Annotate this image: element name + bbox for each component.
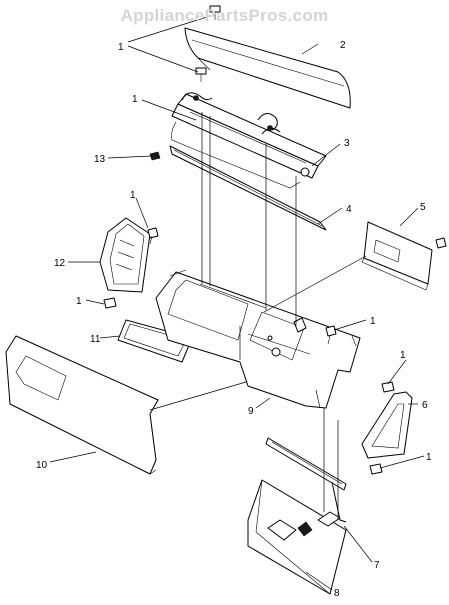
part-12-left-end-cap	[99, 217, 151, 293]
assembly-guide-lines	[149, 112, 367, 520]
part-6-right-end-cap	[361, 391, 413, 459]
part-8-base	[247, 479, 347, 595]
part-13-clip	[149, 151, 161, 161]
part-2-top-cover	[184, 27, 351, 109]
callout-1-console: 1	[370, 316, 376, 327]
screw-left-lower	[103, 297, 117, 309]
callout-9: 9	[248, 406, 254, 417]
part-4-rail	[169, 145, 327, 231]
part-5-right-plate	[361, 221, 433, 291]
screw-top-1	[209, 5, 221, 20]
callout-1-bracket: 1	[132, 94, 138, 105]
callout-leaders	[49, 15, 425, 591]
callout-11: 11	[90, 334, 101, 345]
part-7-strip	[265, 437, 347, 523]
screw-left-upper	[147, 227, 159, 245]
part-9-console-panel	[155, 269, 361, 409]
part-3-bracket-assembly	[171, 92, 327, 189]
callout-5: 5	[420, 202, 426, 213]
callout-1-top: 1	[118, 42, 124, 53]
screw-plate	[435, 237, 447, 249]
callout-10: 10	[36, 460, 48, 471]
callout-1-left-upper: 1	[130, 190, 136, 201]
watermark: AppliancePartsPros.com	[120, 6, 329, 25]
callout-1-right-upper: 1	[400, 350, 406, 361]
screw-right-lower	[369, 463, 383, 475]
callout-8: 8	[334, 588, 340, 599]
screw-console	[325, 325, 337, 345]
callout-2: 2	[340, 40, 346, 51]
callout-6: 6	[422, 400, 428, 411]
callout-4: 4	[346, 204, 352, 215]
callout-12: 12	[54, 258, 66, 269]
callout-7: 7	[374, 560, 380, 571]
callout-13: 13	[94, 154, 106, 165]
callout-labels: 1 2 1 3 13 1 4 5 12 1 1 11 1 6 9 1 10 7 …	[36, 40, 432, 599]
callout-3: 3	[344, 138, 350, 149]
screws	[103, 5, 447, 475]
part-10-front-panel	[5, 335, 159, 475]
callout-1-right-lower: 1	[426, 452, 432, 463]
screw-top-2	[195, 67, 207, 82]
callout-1-left-lower: 1	[76, 296, 82, 307]
